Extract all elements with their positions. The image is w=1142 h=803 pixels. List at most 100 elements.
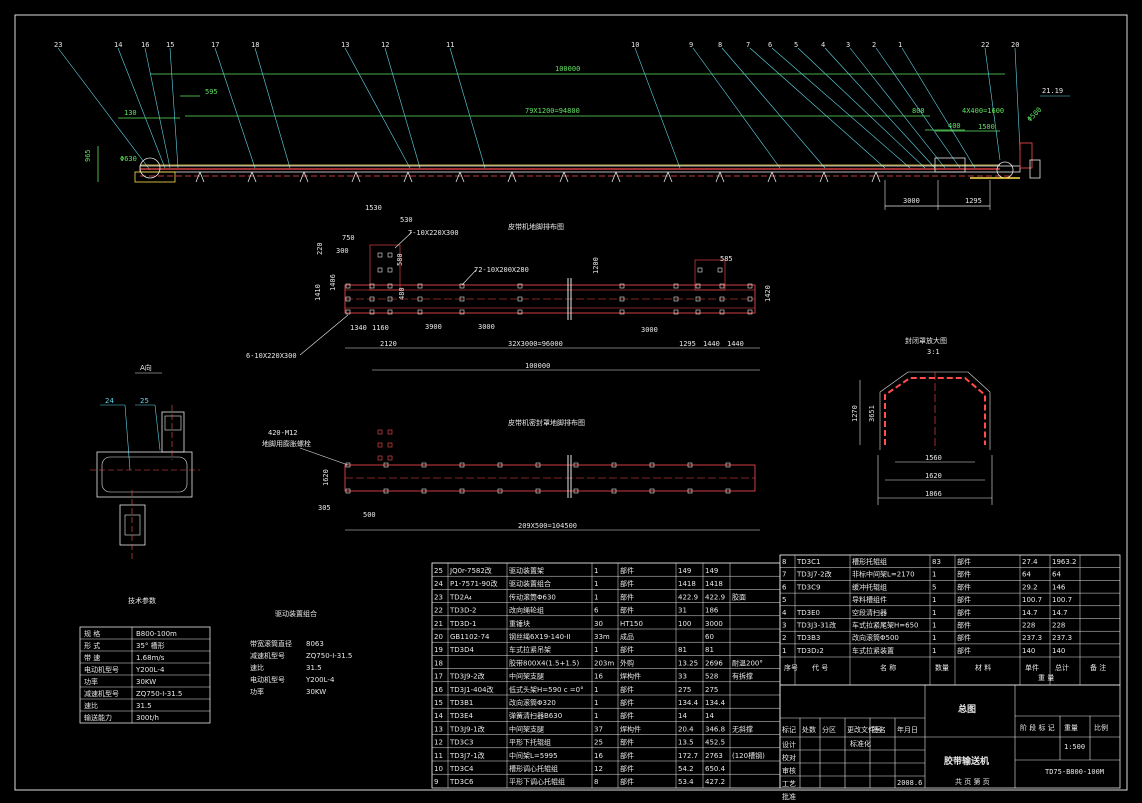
head-pulley — [139, 157, 161, 179]
bom-cell: 64 — [1022, 571, 1031, 579]
bom-header-cell: 重 量 — [1038, 674, 1054, 682]
drive-key: 速比 — [250, 663, 264, 672]
bolt — [417, 296, 423, 302]
dim-965: 965 — [84, 149, 92, 162]
bom-cell: 528 — [705, 673, 718, 681]
bom-cell: 14 — [434, 712, 443, 720]
bom-cell: 部件 — [620, 764, 634, 773]
tech-value: 31.5 — [136, 702, 152, 710]
leg — [563, 171, 569, 183]
bom-cell: 100 — [678, 620, 691, 628]
balloon-label: 9 — [689, 41, 693, 49]
leg — [875, 171, 881, 183]
bom-cell: 650.4 — [705, 765, 726, 773]
bom-cell: 槽形调心托辊组 — [509, 764, 558, 773]
bom-cell: 237.3 — [1022, 634, 1042, 642]
bom-cell: 228 — [1022, 622, 1035, 630]
plan1-bolts — [345, 252, 753, 315]
bom-cell: 1 — [594, 580, 598, 588]
bolt — [345, 309, 351, 315]
view-a-title: A向 — [140, 363, 152, 372]
bom-cell: 81 — [678, 646, 687, 654]
bom-cell: 27.4 — [1022, 558, 1038, 566]
bom-cell: 237.3 — [1052, 634, 1072, 642]
bom-cell: 5 — [932, 583, 936, 591]
bom-cell: 22 — [434, 607, 443, 615]
bom-cell: 低式头架H=590 c =0° — [509, 685, 584, 694]
bolt — [673, 309, 679, 315]
leg — [767, 171, 773, 183]
bom-cell: 5 — [782, 596, 786, 604]
dim-480: 480 — [398, 287, 406, 300]
balloon-label: 8 — [718, 41, 722, 49]
bolt — [673, 296, 679, 302]
bom-cell: TD3J9-1改 — [449, 724, 485, 733]
bom-cell: 31 — [678, 607, 687, 615]
bom-header-cell: 单件 — [1025, 663, 1039, 672]
bom-cell: 部件 — [957, 582, 971, 591]
tech-key: 形 式 — [84, 641, 100, 650]
bom-cell: 186 — [705, 607, 719, 615]
foundation-plan-1: 皮带机地脚排布图 1530 530 7-10X220X300 750 300 2… — [246, 204, 772, 371]
tech-key: 输送能力 — [84, 713, 112, 722]
dim-1420: 1420 — [764, 285, 772, 302]
bom-cell: 13 — [434, 725, 443, 733]
dim-1440b: 1440 — [727, 340, 744, 348]
bom-cell: 1 — [594, 686, 598, 694]
balloon-label: 18 — [251, 41, 259, 49]
bom-cell: 部件 — [620, 777, 634, 786]
leg — [823, 171, 829, 183]
bolt-label-bottom: 6-10X220X300 — [246, 352, 297, 360]
bom-cell: 100.7 — [1052, 596, 1072, 604]
bolt — [383, 488, 389, 494]
dim-1866: 1866 — [925, 490, 942, 498]
title-block: 总图 胶带输送机 TD75-B800-100M 1:500 共 页 第 页 标准… — [779, 684, 1121, 801]
bolt — [619, 309, 625, 315]
tb-label: 年月日 — [897, 725, 918, 734]
balloon-label: 13 — [341, 41, 349, 49]
bom-cell: 2 — [782, 634, 786, 642]
bolt — [417, 283, 423, 289]
bom-cell: 17 — [434, 673, 443, 681]
bom-cell: 有拆撑 — [732, 672, 753, 681]
bom-cell: 车式拉紧吊架 — [509, 645, 551, 654]
bom-cell: 1 — [594, 646, 598, 654]
take-up-frame — [934, 157, 966, 173]
bom-cell: TD3D4 — [449, 646, 475, 654]
section-scale: 3:1 — [927, 348, 940, 356]
plan1-overall: 100000 — [525, 362, 550, 370]
tb-stage-label: 重量 — [1064, 724, 1078, 732]
bom-cell: TD3D₂2 — [796, 647, 824, 655]
bom-cell: TD3J7-1改 — [449, 751, 485, 760]
bolt — [387, 296, 393, 302]
dim-1500: 1500 — [978, 123, 995, 131]
tb-date: 2008.6 — [897, 779, 922, 787]
bom-cell: 20 — [434, 633, 443, 641]
dim-3651: 3651 — [868, 405, 876, 422]
tech-value: ZQ750-I-31.5 — [136, 690, 182, 698]
bolt — [345, 283, 351, 289]
tech-key: 速比 — [84, 701, 98, 710]
tb-stage-label: 阶 段 标 记 — [1020, 723, 1055, 732]
bom-cell: 钢丝绳6X19-140-II — [509, 632, 571, 641]
bom-cell: 149 — [705, 567, 718, 575]
bom-cell: 452.5 — [705, 739, 725, 747]
bom-cell: 81 — [705, 646, 714, 654]
bom-cell: 部件 — [620, 751, 634, 760]
bolt — [619, 283, 625, 289]
bom-header-cell: 总计 — [1055, 663, 1069, 672]
balloon-label: 14 — [114, 41, 122, 49]
balloon-label: 2 — [872, 41, 876, 49]
bom-cell: 部件 — [620, 566, 634, 575]
bom-cell: JQ0r-7582改 — [449, 566, 492, 575]
bom-cell: 缓冲托辊组 — [852, 582, 887, 591]
bom-cell: 54.2 — [678, 765, 694, 773]
drive-key: 减速机型号 — [250, 651, 285, 660]
bom-cell: 耐温200° — [732, 658, 763, 667]
bom-cell: 25 — [434, 567, 443, 575]
dim-3000-top: 3000 — [903, 197, 920, 205]
bom-cell: 29.2 — [1022, 583, 1038, 591]
